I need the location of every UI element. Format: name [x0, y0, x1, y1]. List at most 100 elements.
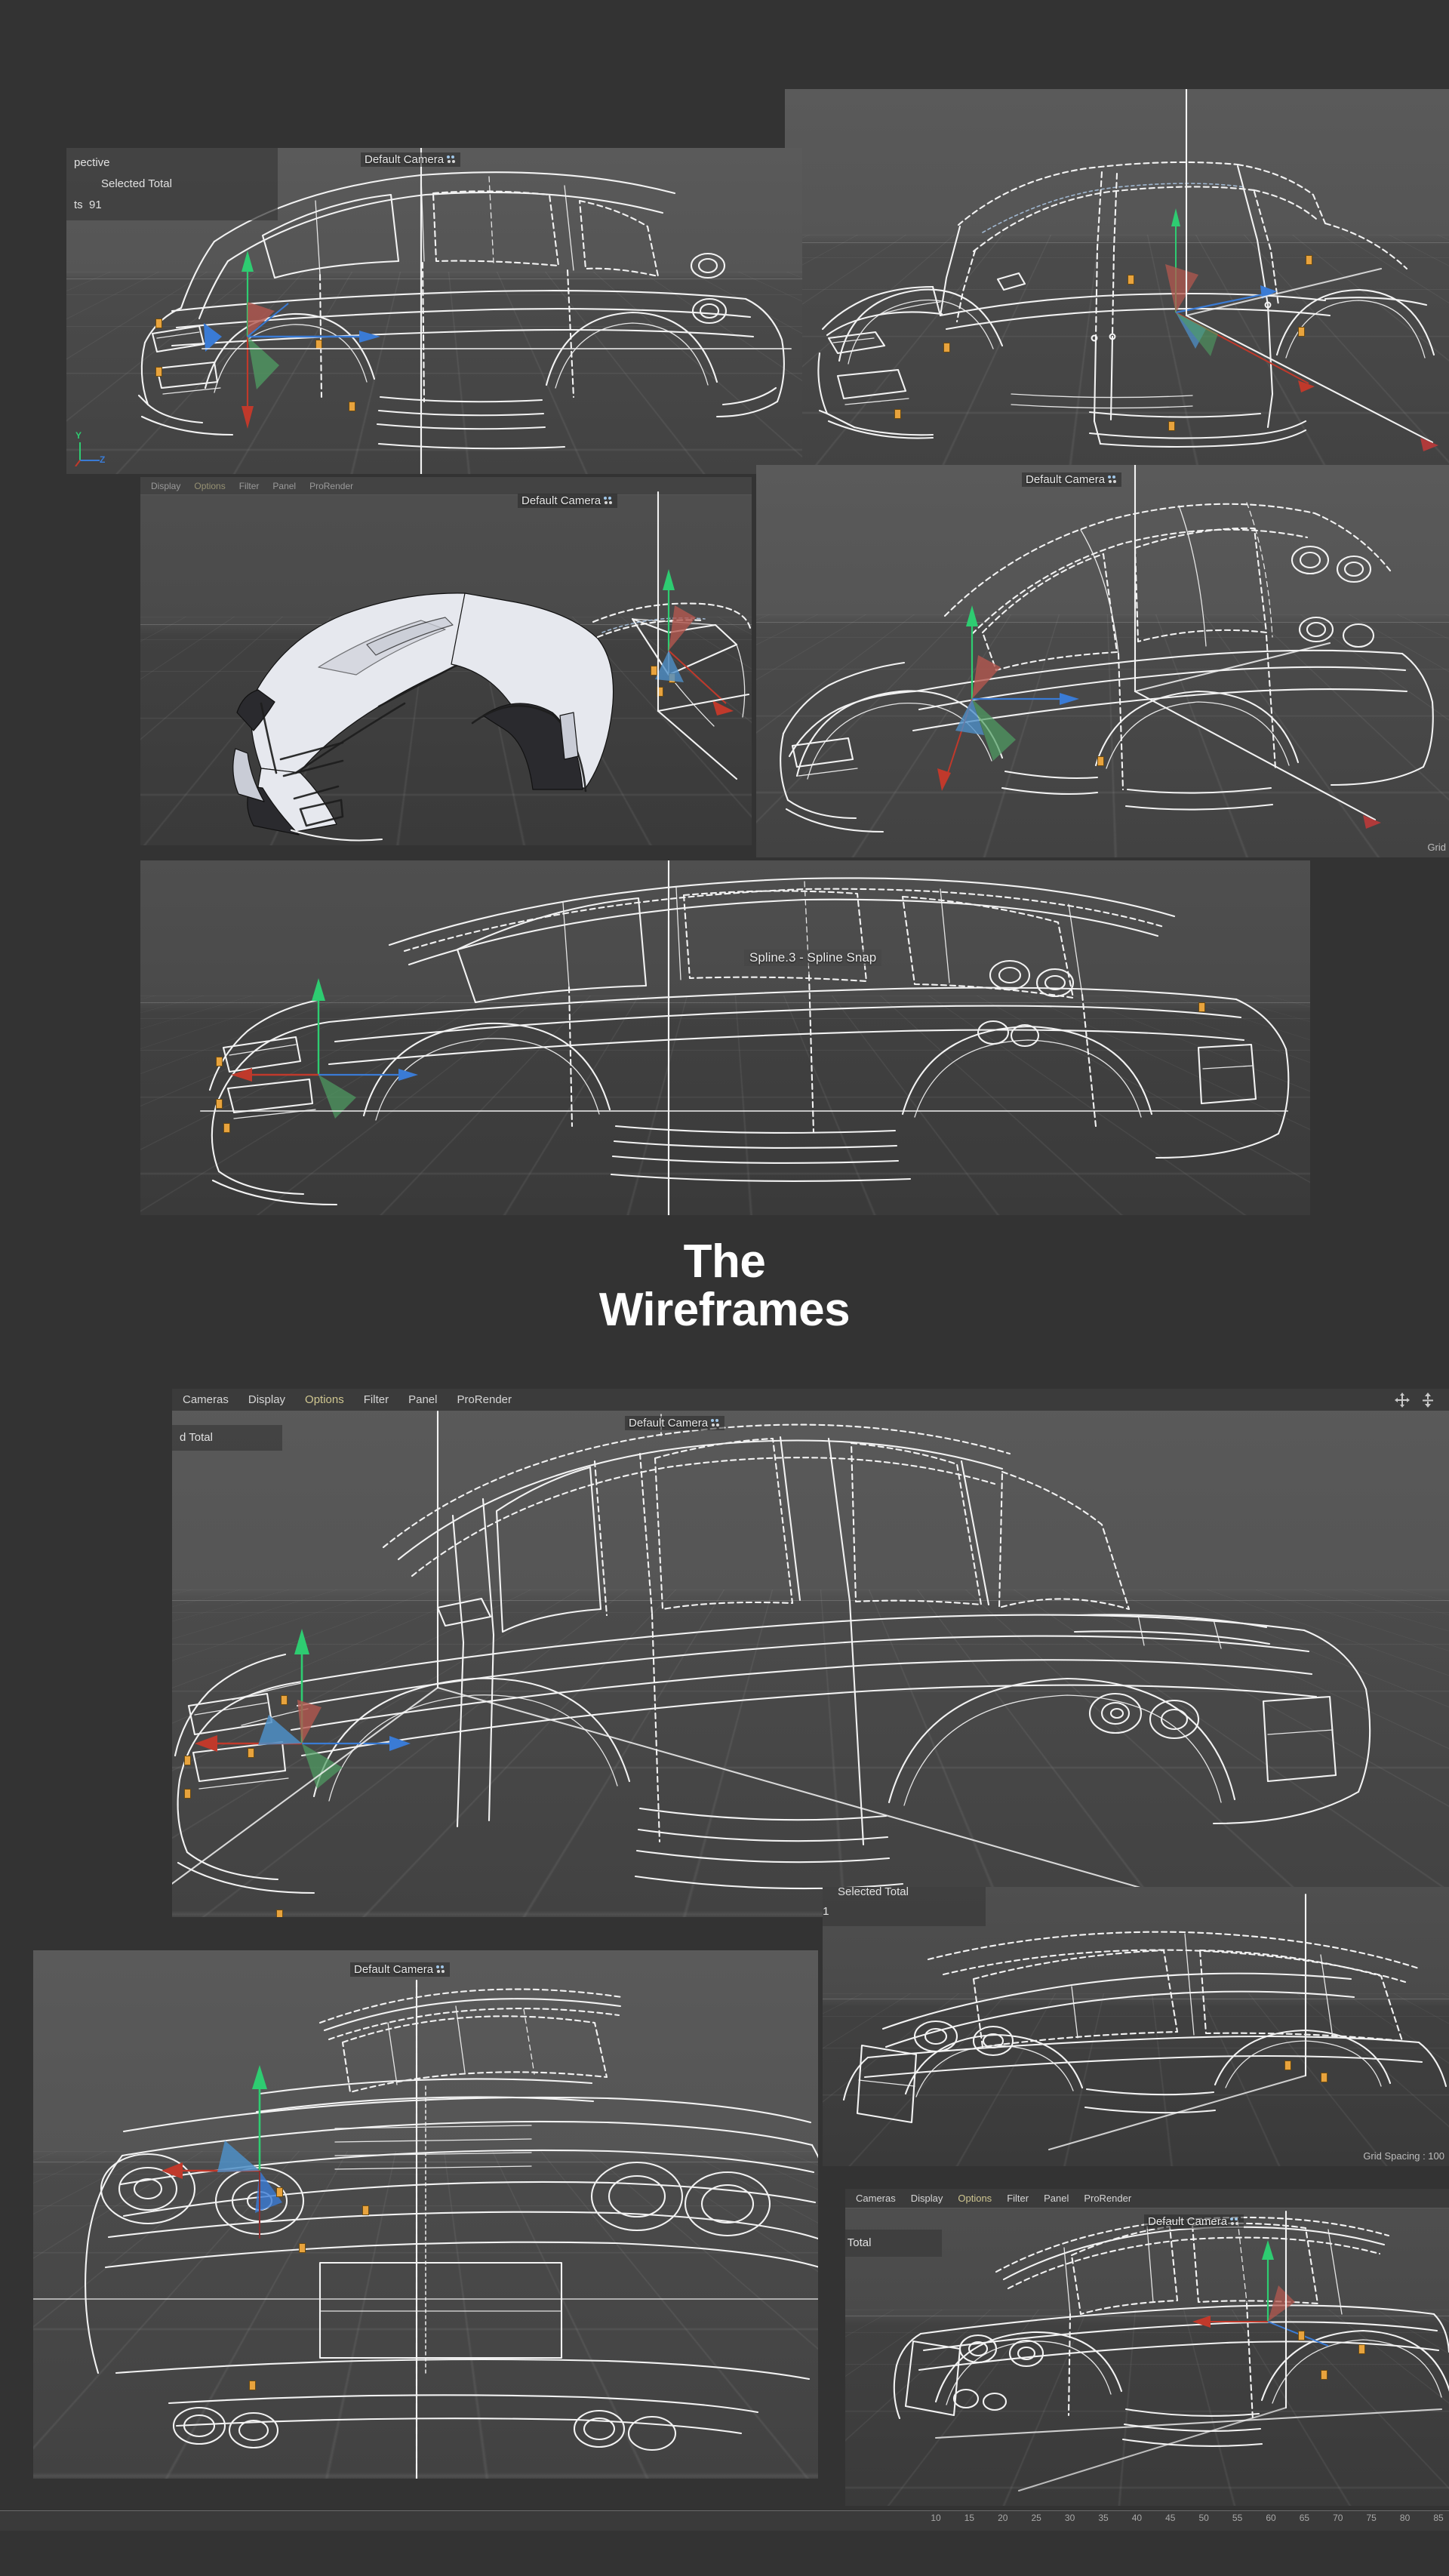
vertex-handle[interactable]: [1168, 421, 1175, 431]
vertex-handle[interactable]: [184, 1756, 191, 1765]
timeline-tick: 50: [1198, 2513, 1209, 2523]
viewport-spline-snap-side[interactable]: Spline.3 - Spline Snap: [140, 860, 1310, 1215]
camera-dots-icon: [436, 1965, 446, 1974]
wireframe-car: [893, 2216, 1449, 2447]
viewport-rear-view[interactable]: Default Camera: [33, 1950, 818, 2479]
vertex-handle[interactable]: [155, 367, 162, 377]
vertex-handle[interactable]: [1306, 255, 1312, 265]
menu-item-prorender[interactable]: ProRender: [1084, 2193, 1132, 2204]
vertex-handle[interactable]: [216, 1057, 223, 1066]
menu-item-options[interactable]: Options: [305, 1393, 344, 1406]
viewport-rear-threequarter[interactable]: Selected Total s 91 Grid Spacing : 100: [823, 1887, 1449, 2166]
vertex-handle[interactable]: [1298, 327, 1305, 337]
viewport-info-block: ted Total: [845, 2230, 942, 2257]
menu-item-filter[interactable]: Filter: [363, 1393, 389, 1406]
viewport-info-block: Selected Total s 91: [823, 1887, 986, 1926]
viewport-info-block: pective Selected Total ts 91: [66, 148, 278, 220]
viewport-shaded-front-clip[interactable]: Display Options Filter Panel ProRender: [140, 477, 752, 845]
world-axes: [1048, 1893, 1307, 2151]
viewport-perspective-threequarter[interactable]: [785, 89, 1449, 472]
shaded-front-clip: [232, 592, 752, 842]
vertex-handle[interactable]: [276, 2187, 283, 2197]
menu-item-cameras[interactable]: Cameras: [856, 2193, 896, 2204]
vertex-handle[interactable]: [894, 409, 901, 419]
camera-dots-icon: [711, 1419, 721, 1427]
world-axes: [172, 1410, 1245, 1917]
timeline-tick: 15: [964, 2513, 975, 2523]
vertex-handle[interactable]: [1358, 2344, 1365, 2354]
timeline-tick: 65: [1299, 2513, 1310, 2523]
camera-label: Default Camera: [518, 494, 618, 508]
vertex-handle[interactable]: [155, 319, 162, 328]
vertex-handle[interactable]: [651, 666, 657, 676]
camera-label: Default Camera: [1144, 2214, 1244, 2229]
vertex-handle[interactable]: [657, 687, 663, 697]
page-title-line1: The: [683, 1236, 766, 1288]
vertex-handle[interactable]: [223, 1123, 230, 1133]
timeline-tick: 40: [1131, 2513, 1143, 2523]
viewport-perspective-rear[interactable]: Default Camera Grid: [756, 465, 1449, 857]
vertex-handle[interactable]: [1284, 2060, 1291, 2070]
world-axes: [1134, 465, 1381, 829]
timeline-tick: 85: [1433, 2513, 1444, 2523]
vertex-handle[interactable]: [248, 1748, 254, 1758]
menu-item-panel[interactable]: Panel: [408, 1393, 438, 1406]
world-axes: [657, 491, 750, 780]
menu-item-panel[interactable]: Panel: [1044, 2193, 1069, 2204]
vertex-handle[interactable]: [1298, 2331, 1305, 2341]
timeline-tick: 30: [1064, 2513, 1075, 2523]
vertex-handle[interactable]: [216, 1099, 223, 1109]
viewport-hero-threequarter[interactable]: Cameras Display Options Filter Panel Pro…: [172, 1389, 1449, 1917]
viewport-perspective-side[interactable]: Default Camera pective Selected Total ts…: [66, 148, 802, 474]
timeline-tick: 20: [998, 2513, 1008, 2523]
menu-item-prorender[interactable]: ProRender: [309, 480, 354, 491]
timeline-tick: 35: [1098, 2513, 1109, 2523]
vertex-handle[interactable]: [1321, 2073, 1327, 2082]
menu-item-display[interactable]: Display: [910, 2193, 943, 2204]
viewport-menubar[interactable]: Cameras Display Options Filter Panel Pro…: [172, 1389, 1449, 1411]
menu-item-filter[interactable]: Filter: [1007, 2193, 1029, 2204]
world-axes: [201, 148, 792, 474]
timeline-tick: 70: [1333, 2513, 1343, 2523]
grid-spacing-label: Grid: [1427, 842, 1446, 853]
snap-to-ground-icon[interactable]: [1420, 1392, 1435, 1408]
menu-item-options[interactable]: Options: [958, 2193, 992, 2204]
menu-item-display[interactable]: Display: [248, 1393, 286, 1406]
page-title: The Wireframes: [423, 1238, 1026, 1334]
vertex-handle[interactable]: [362, 2205, 369, 2215]
timeline-tick: 55: [1232, 2513, 1243, 2523]
vertex-handle[interactable]: [184, 1789, 191, 1799]
world-axes: [934, 2210, 1443, 2492]
axis-label-y: Y: [75, 430, 82, 441]
menu-item-prorender[interactable]: ProRender: [457, 1393, 512, 1406]
menu-item-display[interactable]: Display: [151, 480, 181, 491]
vertex-handle[interactable]: [349, 402, 355, 411]
menu-item-cameras[interactable]: Cameras: [183, 1393, 229, 1406]
viewport-rear-small[interactable]: Cameras Display Options Filter Panel Pro…: [845, 2189, 1449, 2506]
viewport-menubar[interactable]: Display Options Filter Panel ProRender: [140, 477, 752, 495]
axis-label-z: Z: [100, 454, 106, 465]
vertex-handle[interactable]: [281, 1695, 288, 1705]
camera-label: Default Camera: [1022, 472, 1122, 487]
vertex-handle[interactable]: [1198, 1002, 1205, 1012]
wireframe-car-rear: [85, 1988, 818, 2451]
world-axes: [33, 1979, 818, 2479]
move-all-icon[interactable]: [1395, 1392, 1410, 1408]
page-title-line2: Wireframes: [598, 1283, 851, 1336]
vertex-handle[interactable]: [943, 343, 950, 352]
camera-dots-icon: [1108, 475, 1118, 484]
menu-item-options[interactable]: Options: [194, 480, 226, 491]
vertex-handle[interactable]: [299, 2243, 306, 2253]
camera-label: Default Camera: [361, 152, 461, 167]
vertex-handle[interactable]: [1321, 2370, 1327, 2380]
menu-item-panel[interactable]: Panel: [272, 480, 297, 491]
camera-dots-icon: [447, 155, 457, 164]
viewport-menubar[interactable]: Cameras Display Options Filter Panel Pro…: [845, 2189, 1449, 2208]
vertex-handle[interactable]: [249, 2381, 256, 2390]
vertex-handle[interactable]: [1097, 756, 1104, 766]
vertex-handle[interactable]: [276, 1910, 283, 1917]
menu-item-filter[interactable]: Filter: [238, 480, 260, 491]
vertex-handle[interactable]: [1128, 275, 1134, 285]
